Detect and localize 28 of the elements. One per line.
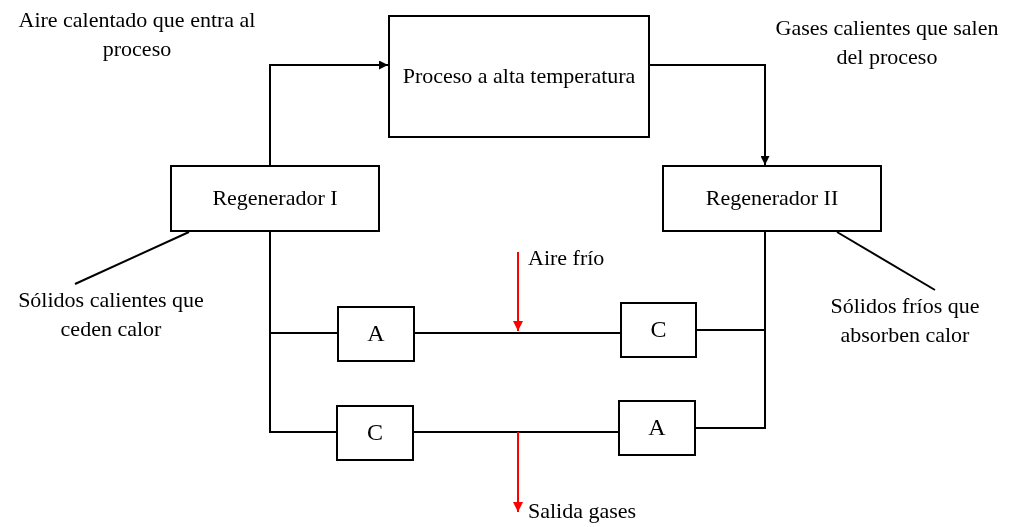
connector-line	[269, 231, 337, 433]
process-box	[618, 400, 696, 456]
process-box	[620, 302, 697, 358]
process-box	[337, 306, 415, 362]
annotation-text: Sólidos fríos que absorben calor	[798, 290, 1012, 352]
connector-line	[695, 231, 766, 429]
connector-line	[413, 431, 619, 433]
connector-line	[414, 332, 621, 334]
flow-label: Gases calientes que salen del proceso	[774, 14, 1000, 71]
leader-line	[836, 231, 936, 291]
box-label: C	[650, 315, 667, 345]
process-box	[388, 15, 650, 138]
flow-label: Salida gases	[528, 497, 638, 525]
leader-line	[74, 231, 190, 285]
arrow	[269, 60, 389, 166]
box-label: Proceso a alta temperatura	[402, 62, 636, 91]
box-label: A	[367, 319, 385, 349]
flow-label: Aire frío	[528, 244, 606, 272]
process-box	[170, 165, 380, 232]
box-label: C	[367, 418, 383, 448]
box-label: A	[648, 413, 666, 443]
box-label: Regenerador II	[705, 184, 839, 213]
annotation-text: Sólidos calientes que ceden calor	[4, 284, 218, 346]
process-box	[662, 165, 882, 232]
arrow	[649, 64, 770, 166]
process-box	[336, 405, 414, 461]
box-label: Regenerador I	[212, 184, 338, 213]
flow-label: Aire calentado que entra al proceso	[17, 6, 257, 63]
